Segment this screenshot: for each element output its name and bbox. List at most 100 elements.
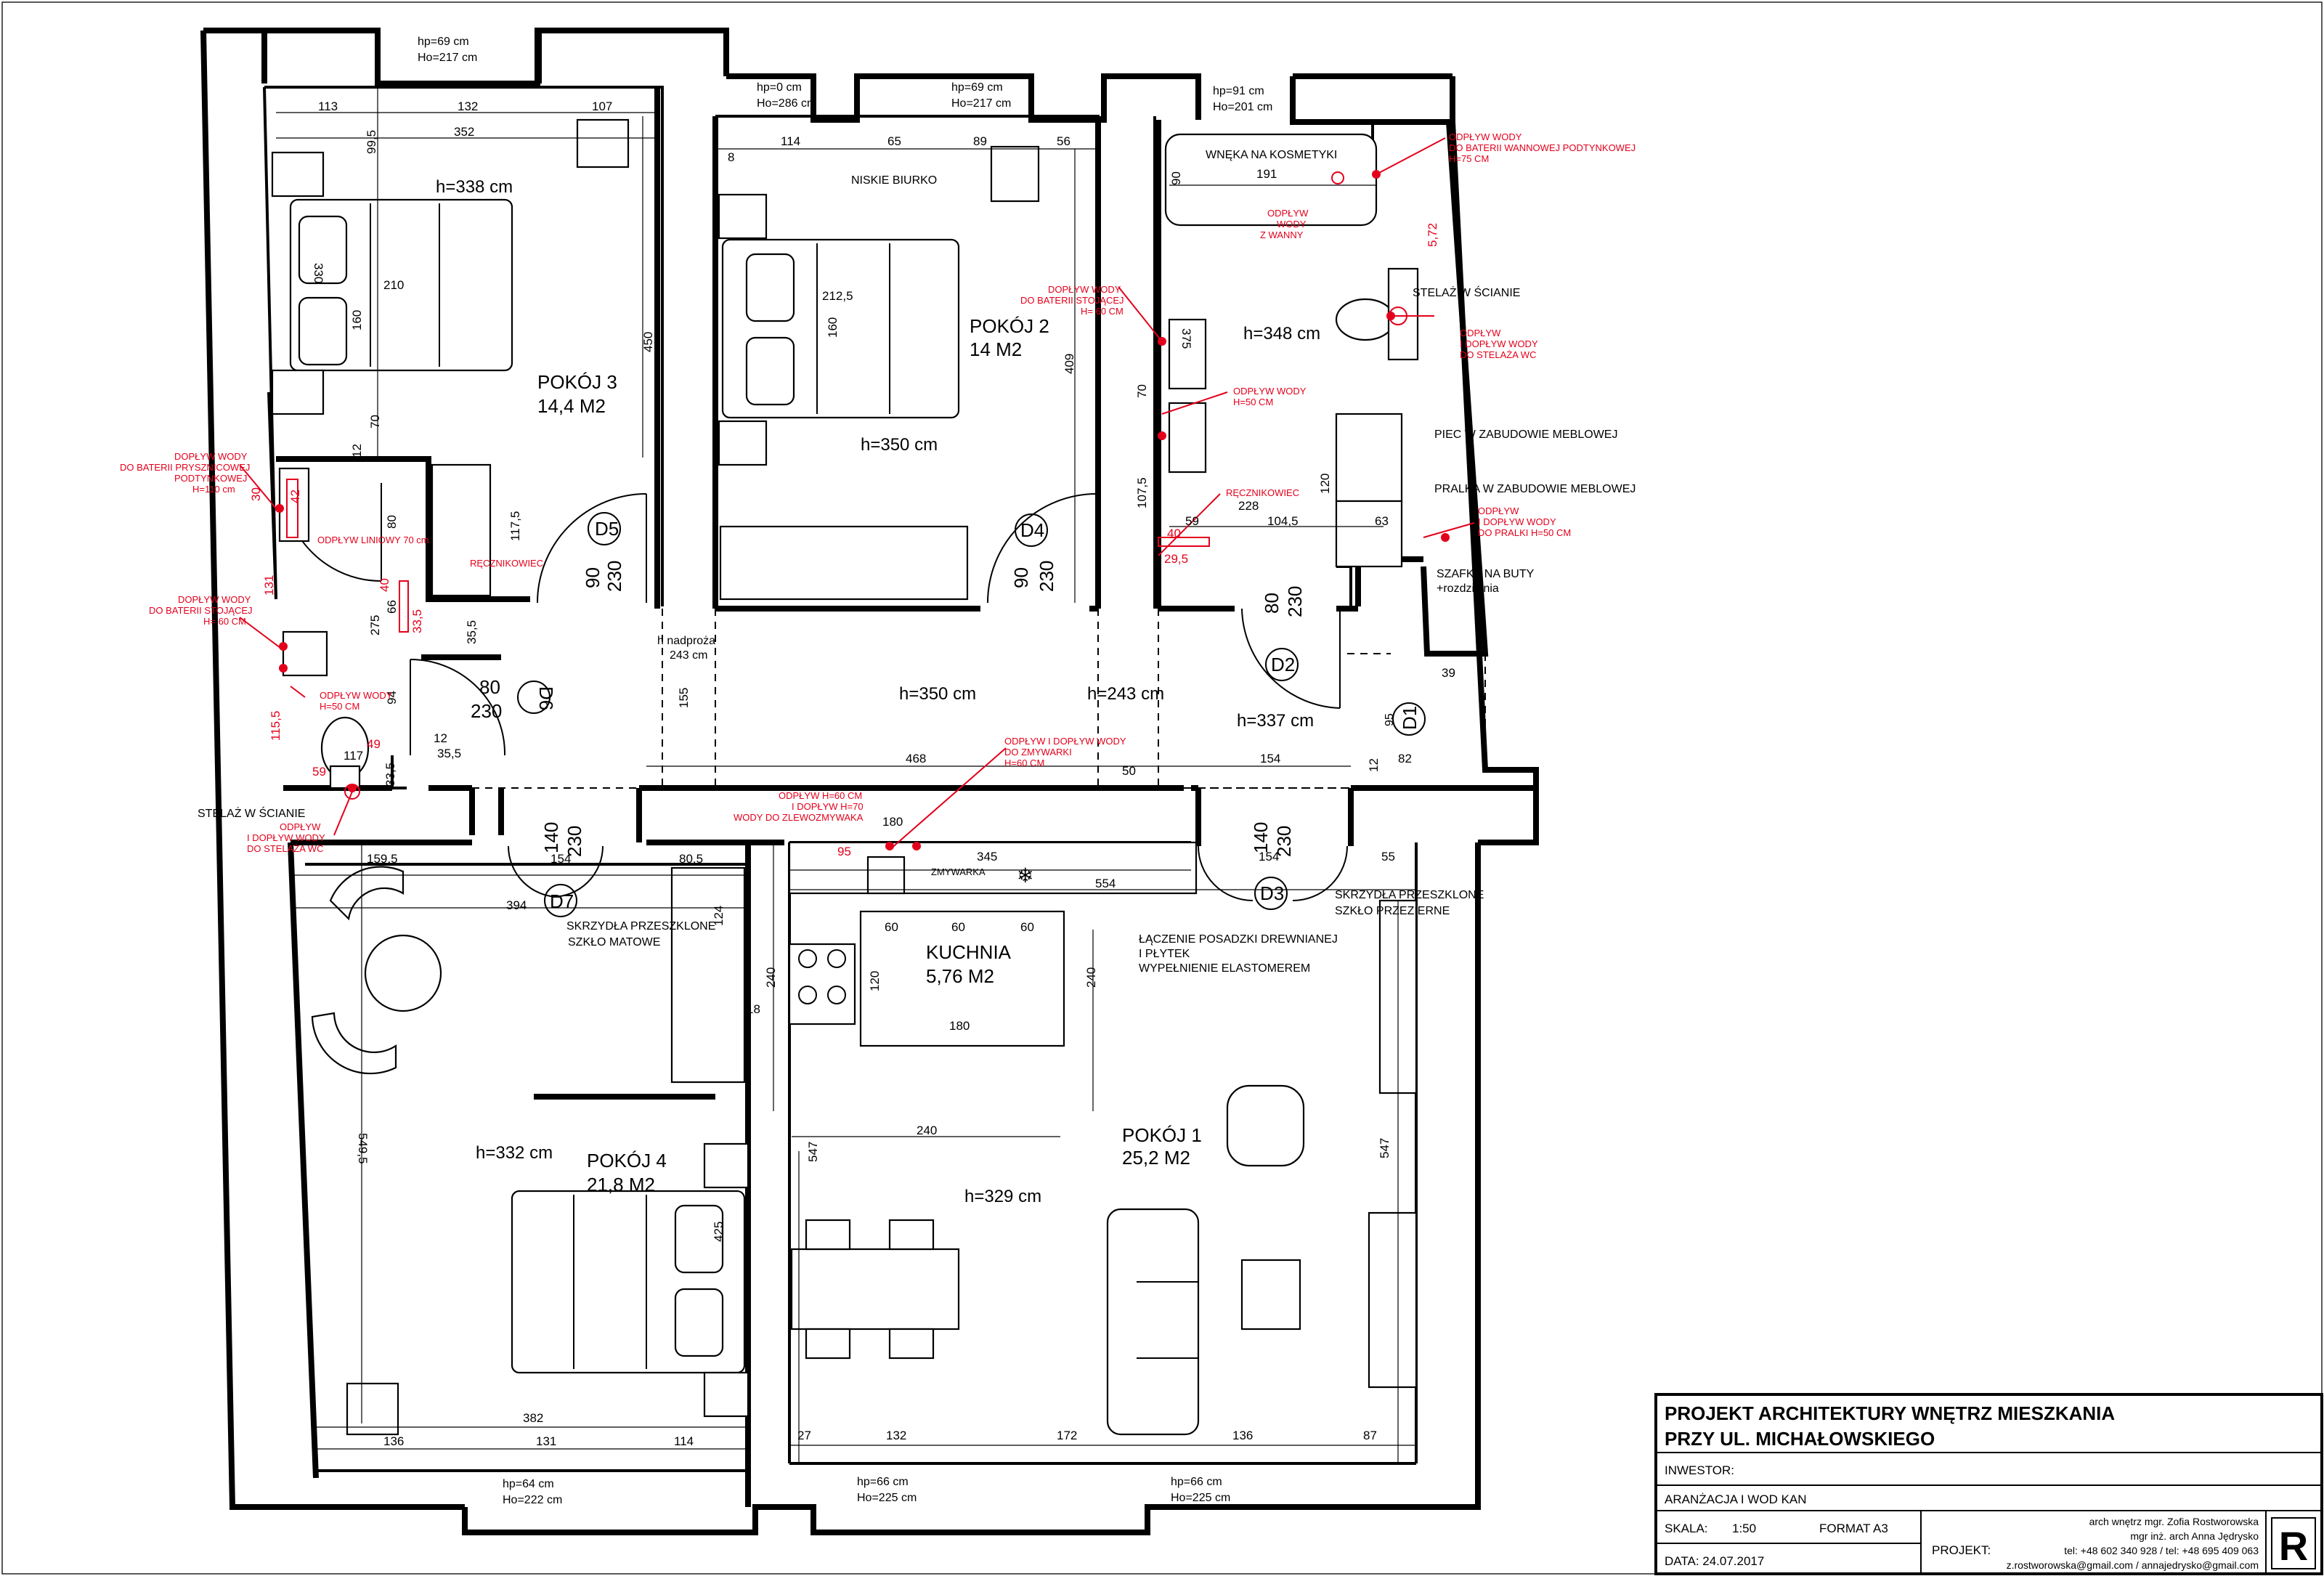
dim-label: 191	[1256, 167, 1277, 181]
dim-label: 345	[977, 850, 997, 864]
investor-label: INWESTOR:	[1665, 1463, 1734, 1477]
dim-label: 330	[312, 263, 325, 283]
window-4-hp: hp=91 cm	[1213, 85, 1264, 97]
window-2-hp: hp=0 cm	[757, 81, 802, 94]
format-label: FORMAT A3	[1819, 1522, 1888, 1535]
fridge-icon: ❄	[1017, 864, 1033, 887]
dim-label: 27	[797, 1429, 811, 1442]
clear-glass-label-2: SZKŁO PRZEZIERNE	[1335, 905, 1450, 917]
window-7-ho: Ho=225 cm	[1171, 1492, 1230, 1504]
wc2-note-1: ODPŁYW	[280, 821, 321, 832]
door-d3-height: 230	[1273, 826, 1295, 857]
dim-label: 554	[1095, 877, 1116, 890]
window-3-hp: hp=69 cm	[951, 81, 1003, 94]
dim-label: 107	[592, 99, 612, 113]
window-6-ho: Ho=225 cm	[857, 1492, 917, 1504]
dim-label: 468	[906, 752, 926, 765]
dim-label: 136	[1232, 1429, 1253, 1442]
dim-label: 65	[887, 134, 901, 148]
tub-drain-note-1: ODPŁYW	[1267, 208, 1309, 219]
sink-tap-note-3: H= 60 CM	[1081, 306, 1124, 317]
dim-label: 59	[312, 765, 326, 779]
shower-note-2: DO BATERII PRYSZNICOWEJ	[120, 462, 250, 473]
dim-label: 33,5	[410, 609, 424, 633]
dim-label: 382	[523, 1411, 543, 1425]
washer-label: PRALKA W ZABUDOWIE MEBLOWEJ	[1434, 483, 1636, 495]
lintel-height: 243 cm	[670, 649, 707, 662]
dim-label: 228	[1238, 499, 1259, 513]
dim-label: 154	[1259, 850, 1279, 864]
window-1-ho: Ho=217 cm	[418, 52, 477, 64]
window-4-ho: Ho=201 cm	[1213, 101, 1272, 113]
dim-label: 39	[1442, 666, 1455, 680]
dim-label: 132	[458, 99, 478, 113]
dim-label: 180	[949, 1019, 970, 1033]
bath-tap-note-2: DO BATERII WANNOWEJ PODTYNKOWEJ	[1449, 142, 1636, 153]
dim-label: 394	[506, 898, 527, 912]
door-d6-height: 230	[471, 700, 502, 722]
shower-note-3: PODTYNKOWEJ	[174, 473, 247, 484]
dim-label: 90	[1169, 171, 1183, 185]
wc-note-3: DO STELAŻA WC	[1460, 349, 1536, 360]
dim-label: 132	[886, 1429, 906, 1442]
window-2-ho: Ho=286 cm	[757, 97, 816, 110]
dishwasher-note-3: H=60 CM	[1004, 757, 1044, 768]
room-2-height: h=350 cm	[861, 435, 938, 455]
washer-note-3: DO PRALKI H=50 CM	[1478, 527, 1571, 538]
cosmetics-niche-label: WNĘKA NA KOSMETYKI	[1206, 149, 1337, 161]
door-tag-d6: D6	[535, 686, 557, 710]
dim-label: 60	[951, 920, 965, 934]
door-d4-width: 90	[1010, 567, 1032, 588]
window-1-hp: hp=69 cm	[418, 36, 469, 48]
floor-joint-label-2: I PŁYTEK	[1139, 948, 1190, 960]
washer-note-2: I DOPŁYW WODY	[1478, 516, 1556, 527]
date-label: DATA: 24.07.2017	[1665, 1554, 1764, 1568]
floor-joint-label-1: ŁĄCZENIE POSADZKI DREWNIANEJ	[1139, 933, 1338, 946]
dim-label: 107,5	[1135, 477, 1149, 508]
dim-label: 117	[344, 749, 363, 763]
bathroom-height: h=348 cm	[1243, 324, 1320, 344]
dim-label: 49	[367, 737, 381, 751]
door-tag-d5: D5	[595, 518, 619, 540]
dim-label: 8	[728, 150, 734, 164]
towel-rail-note-2: RĘCZNIKOWIEC	[470, 558, 543, 569]
door-d1-width: 95	[1384, 713, 1396, 726]
door-d7-height: 230	[564, 826, 585, 857]
wc-frame-label-2: STELAŻ W ŚCIANIE	[198, 806, 305, 820]
dim-label: 113	[318, 99, 338, 113]
shoe-cabinet-label: SZAFKA NA BUTY	[1437, 568, 1535, 580]
dim-label: 99,5	[365, 130, 378, 154]
dim-label: 114	[781, 134, 800, 148]
dim-label: 18	[747, 1002, 760, 1016]
door-d5-height: 230	[604, 561, 625, 592]
hall-height-3: h=337 cm	[1237, 711, 1314, 731]
studio-logo: R	[2279, 1523, 2308, 1569]
title-line-1: PROJEKT ARCHITEKTURY WNĘTRZ MIESZKANIA	[1665, 1402, 2115, 1424]
dim-label: 33,5	[383, 763, 397, 787]
dim-label: 70	[368, 415, 382, 428]
dim-label: 104,5	[1267, 514, 1299, 528]
kitchen-sink-note-3: WODY DO ZLEWOZMYWAKA	[734, 812, 864, 823]
bath-tap-note-1: ODPŁYW WODY	[1449, 131, 1522, 142]
shower-note-4: H=110 cm	[192, 484, 235, 495]
dim-label: 154	[1260, 752, 1280, 765]
exterior-walls	[200, 28, 1539, 1535]
sink-tap-note-2: DO BATERII STOJĄCEJ	[1020, 295, 1124, 306]
dim-label: 549,5	[356, 1133, 370, 1164]
tub-drain-note-3: Z WANNY	[1260, 230, 1304, 240]
dim-label: 35,5	[465, 620, 479, 644]
wc-note-1: ODPŁYW	[1460, 328, 1501, 338]
hall-height-1: h=350 cm	[899, 684, 976, 704]
furniture	[271, 118, 1419, 1436]
dim-label: 95	[837, 845, 851, 858]
floor-joint-label-3: WYPEŁNIENIE ELASTOMEREM	[1139, 962, 1310, 975]
door-tags	[517, 512, 1426, 917]
door-d5-width: 90	[582, 567, 604, 588]
wc-note-2: I DOPŁYW WODY	[1460, 338, 1538, 349]
dim-label: 547	[1378, 1138, 1391, 1158]
dim-label: 240	[764, 967, 778, 988]
dim-label: 56	[1057, 134, 1070, 148]
door-d2-width: 80	[1261, 593, 1283, 614]
dim-label: 12	[1367, 758, 1381, 772]
